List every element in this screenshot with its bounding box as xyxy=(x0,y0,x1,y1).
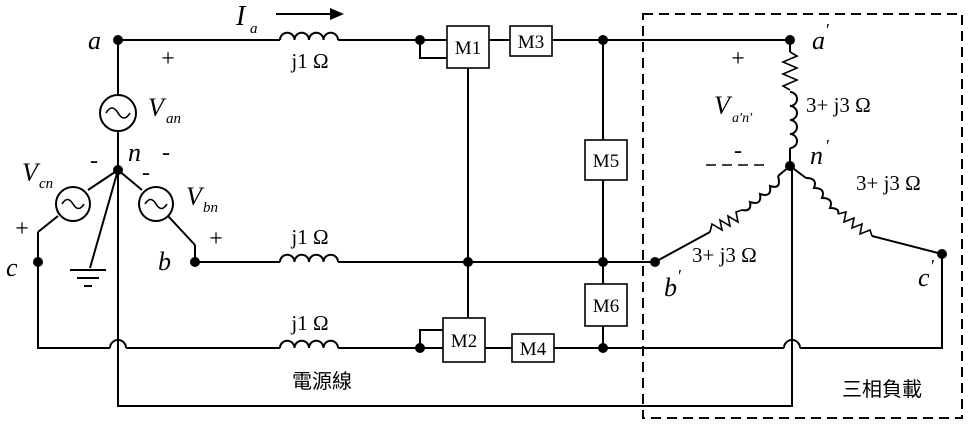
inductor-load-a xyxy=(789,91,798,149)
resistor-load-c xyxy=(837,210,873,237)
line-a-impedance-label: j1 Ω xyxy=(290,49,328,73)
node-b-label: b xyxy=(158,247,171,276)
junctions xyxy=(33,35,947,353)
current-ia-symbol: I xyxy=(235,1,247,32)
node-c-load-label: c xyxy=(918,263,930,292)
meter-m5-label: M5 xyxy=(593,151,619,172)
plus-sign-a: + xyxy=(161,46,175,72)
line-a xyxy=(118,31,790,59)
load-voltage-symbol: V xyxy=(714,91,733,120)
node-a-load-label: a xyxy=(812,26,825,55)
minus-sign-n: - xyxy=(162,140,170,166)
meter-m5: M5 xyxy=(584,139,628,181)
load-voltage-subscript: a′n′ xyxy=(732,111,753,126)
plus-sign-load: + xyxy=(731,46,745,72)
plus-sign-c: + xyxy=(15,216,29,242)
node-b-load-prime: ′ xyxy=(678,266,682,286)
source-van-symbol: V xyxy=(148,93,167,122)
plus-sign-b: + xyxy=(209,226,223,252)
meter-m1: M1 xyxy=(446,25,490,69)
source-vcn-symbol: V xyxy=(22,158,41,187)
load-phase-a xyxy=(780,40,800,166)
neutral-return-wire xyxy=(117,166,793,407)
inductor-line-b xyxy=(279,253,339,263)
resistor-load-b xyxy=(709,209,743,233)
three-phase-load-label: 三相負載 xyxy=(842,377,922,401)
node-n-load-label: n xyxy=(810,141,823,170)
minus-sign-cn: - xyxy=(90,148,98,174)
node-a-label: a xyxy=(88,26,101,55)
meter-m2-label: M2 xyxy=(451,331,477,352)
line-b-impedance-label: j1 Ω xyxy=(290,225,328,249)
source-vbn-icon xyxy=(138,186,174,222)
node-n-load-prime: ′ xyxy=(826,136,830,156)
load-b-impedance-label: 3+ j3 Ω xyxy=(692,243,757,267)
line-b xyxy=(195,253,655,263)
inductor-load-b xyxy=(741,175,780,212)
line-c xyxy=(37,254,943,349)
load-boundary-dashed-box xyxy=(642,13,963,419)
node-a-load-prime: ′ xyxy=(826,20,830,40)
meter-m4: M4 xyxy=(511,333,555,363)
meter-m3-label: M3 xyxy=(518,32,544,53)
load-c-impedance-label: 3+ j3 Ω xyxy=(856,171,921,195)
source-vcn-subscript: cn xyxy=(39,176,53,192)
ground-icon xyxy=(70,269,106,287)
meter-m6-label: M6 xyxy=(593,296,619,317)
meter-m2: M2 xyxy=(442,317,486,363)
node-b-load-label: b xyxy=(664,273,677,302)
source-side xyxy=(37,40,196,287)
minus-sign-load: - xyxy=(734,138,742,164)
node-c-load-prime: ′ xyxy=(931,256,935,276)
load-a-impedance-label: 3+ j3 Ω xyxy=(806,93,871,117)
current-arrow-icon xyxy=(276,8,344,20)
power-line-label: 電源線 xyxy=(292,369,352,393)
meter-m3: M3 xyxy=(509,25,553,57)
meter-m1-label: M1 xyxy=(455,38,481,59)
minus-sign-bn: - xyxy=(142,160,150,186)
source-van-subscript: an xyxy=(166,111,181,127)
source-vbn-symbol: V xyxy=(186,182,205,211)
source-vcn-icon xyxy=(55,186,91,222)
inductor-line-c xyxy=(279,339,339,349)
meter-wiring xyxy=(467,40,604,348)
source-vbn-subscript: bn xyxy=(203,200,218,216)
node-c-label: c xyxy=(6,253,18,282)
resistor-load-a xyxy=(780,51,800,91)
node-n-label: n xyxy=(128,138,141,167)
meter-m6: M6 xyxy=(584,283,628,327)
inductor-line-a xyxy=(279,31,339,41)
meter-m4-label: M4 xyxy=(520,339,547,360)
inductor-load-c xyxy=(805,177,840,215)
line-c-impedance-label: j1 Ω xyxy=(290,311,328,335)
load-phase-c xyxy=(789,165,943,255)
current-ia-subscript: a xyxy=(250,21,258,37)
